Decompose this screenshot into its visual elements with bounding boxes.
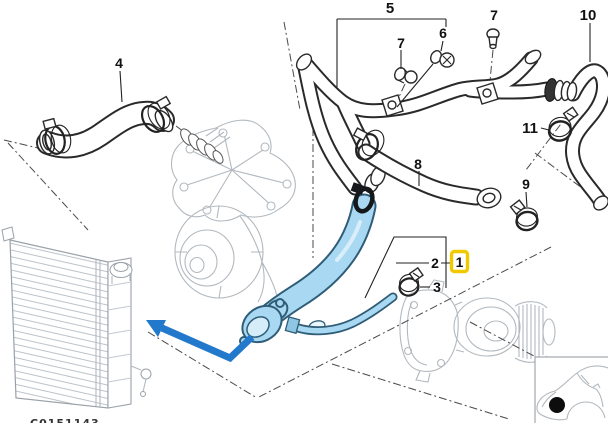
radiator [1,226,152,409]
callout-leaders [119,18,591,299]
hose-10 [544,63,608,211]
car-outline-icon [536,365,608,421]
callouts: 4 5 6 7 7 10 11 8 9 2 3 1 [115,0,596,295]
location-dot-icon [549,397,565,413]
throttle-body [399,279,556,383]
callout-9[interactable]: 9 [522,176,530,192]
bolt-7-right [486,28,500,50]
car-location-inset [534,356,608,423]
bolt-6 [396,50,455,108]
pipe-top-clamp [353,186,375,214]
clamp-11 [547,106,579,142]
callout-2[interactable]: 2 [431,255,439,271]
clamp-3 [398,266,424,297]
callout-8[interactable]: 8 [414,156,422,172]
callout-1: 1 [456,254,464,270]
hose-5-assembly [295,49,555,196]
callout-6[interactable]: 6 [439,25,447,41]
callout-4[interactable]: 4 [115,55,123,71]
callout-11[interactable]: 11 [522,120,538,137]
hose-4 [36,95,175,159]
callout-7-left[interactable]: 7 [397,35,405,51]
callout-7-right[interactable]: 7 [490,7,498,23]
thermostat-bellows [180,128,224,164]
hose-4-clamp-right [140,105,166,133]
hose-8 [352,127,502,209]
highlighted-coolant-pipe [239,182,377,346]
flow-direction-arrow-icon [146,320,255,363]
clamp-9 [509,199,539,232]
callout-5[interactable]: 5 [386,0,394,17]
callout-10[interactable]: 10 [580,7,597,24]
callout-1-highlighted[interactable]: 1 [449,249,470,274]
bolt-7-left [394,67,418,84]
callout-3[interactable]: 3 [433,279,441,295]
diagram-code: C0151143 [30,417,100,423]
water-pump-thermostat [170,119,296,303]
highlighted-bleed-hose [284,292,398,336]
hose-8-clamp [355,133,379,161]
